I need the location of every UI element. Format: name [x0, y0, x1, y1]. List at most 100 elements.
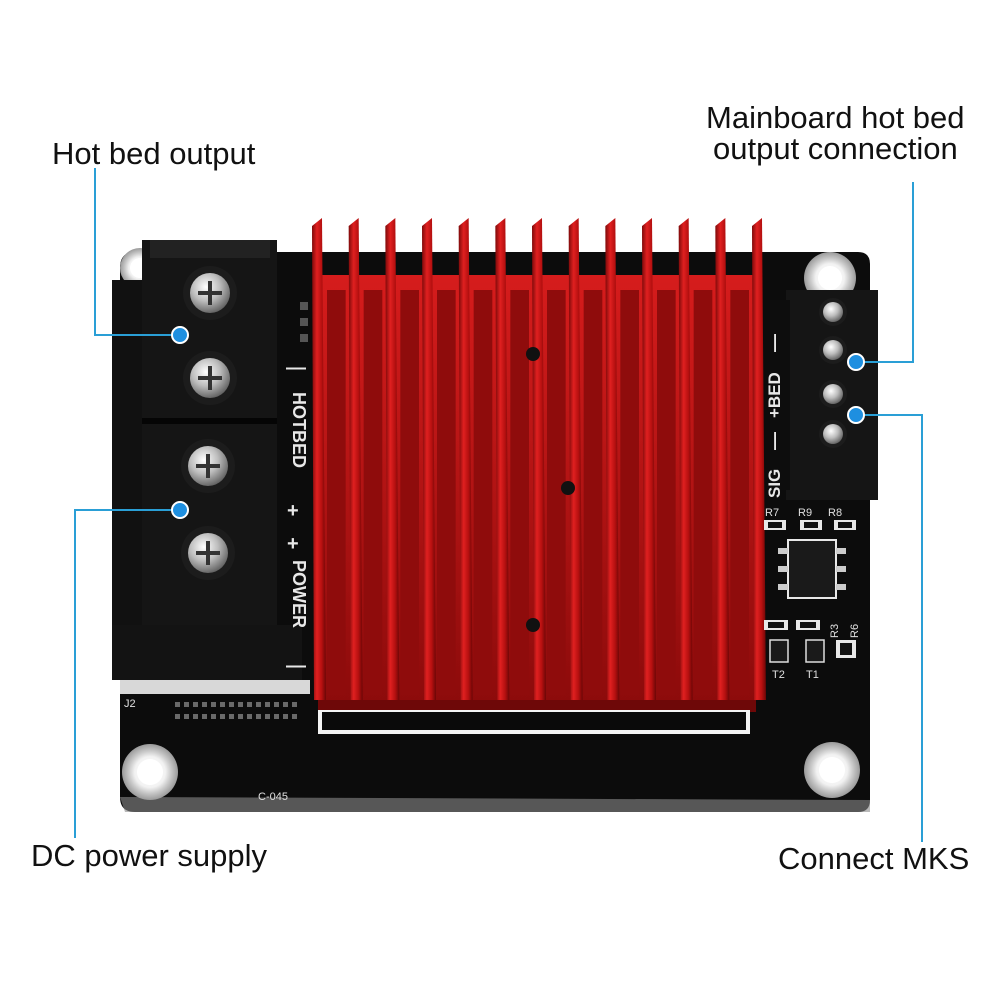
signal-screw-2 [819, 336, 847, 364]
header-pin [274, 702, 279, 707]
heatsink-fin [568, 218, 583, 700]
header-pin [283, 714, 288, 719]
header-pin [211, 702, 216, 707]
pin-dots [175, 702, 297, 719]
header-pin [229, 714, 234, 719]
sig-silkscreen-label: SIG [765, 469, 784, 498]
heatsink-fins [312, 218, 766, 700]
header-pin [292, 714, 297, 719]
heatsink-fin [605, 218, 620, 700]
heatsink-fin [642, 218, 656, 700]
heatsink-fin [495, 218, 510, 700]
leader-hot-bed-output [94, 168, 180, 336]
header-pin [184, 702, 189, 707]
svg-text:—: — [764, 432, 784, 450]
marker-hot-bed-output [171, 326, 189, 344]
header-pin [193, 714, 198, 719]
label-r6: R6 [849, 624, 861, 638]
header-pin [229, 702, 234, 707]
header-pin [211, 714, 216, 719]
callout-connect-mks: Connect MKS [778, 841, 970, 876]
terminal-screw-2 [183, 351, 237, 405]
svg-text:—: — [286, 357, 306, 379]
header-pin [247, 702, 252, 707]
signal-screw-3 [819, 380, 847, 408]
label-r7: R7 [765, 507, 779, 519]
heatsink-fin [385, 218, 400, 700]
leader-mainboard-connection [858, 182, 914, 363]
heatsink-fin [422, 218, 436, 700]
signal-screw-1 [819, 298, 847, 326]
heatsink-fin [678, 218, 693, 700]
heatsink-gap [730, 290, 749, 695]
svg-text:+: + [287, 533, 299, 555]
marker-dc-power-supply [171, 501, 189, 519]
heatsink-fin [532, 218, 546, 700]
header-pin [238, 714, 243, 719]
connector-label-j2: J2 [124, 698, 136, 710]
header-pin [193, 702, 198, 707]
mounting-hole-bottom-right [804, 742, 860, 798]
svg-text:—: — [764, 334, 784, 352]
heatsink-gap [693, 290, 713, 695]
heatsink-gap [363, 290, 383, 695]
ic-chip [787, 539, 837, 599]
header-pin [202, 714, 207, 719]
marker-mainboard-connection [847, 353, 865, 371]
smd-components [764, 520, 856, 663]
label-t2: T2 [772, 669, 785, 681]
power-silkscreen-label: POWER [289, 560, 309, 628]
label-r3: R3 [829, 624, 841, 638]
header-pin [220, 714, 225, 719]
mounting-hole-bottom-left [122, 744, 178, 800]
header-pin [238, 702, 243, 707]
header-pin [256, 714, 261, 719]
heatsink-gap [327, 290, 346, 695]
heatsink-gap [547, 290, 566, 695]
header-pin [274, 714, 279, 719]
header-pin [283, 702, 288, 707]
callout-mainboard-line2: output connection [713, 131, 958, 166]
hotbed-silkscreen-label: HOTBED [289, 392, 309, 468]
heatsink-fin [715, 218, 730, 700]
heatsink-gap [473, 290, 493, 695]
right-silkscreen: SIG +BED — — [764, 334, 784, 498]
heatsink-gap [620, 290, 639, 695]
callout-hot-bed-output: Hot bed output [52, 136, 256, 171]
callout-leaders [74, 168, 923, 842]
heatsink-gap [437, 290, 456, 695]
pcb-edge [120, 797, 870, 812]
header-pin [175, 714, 180, 719]
heatsink-gap [657, 290, 676, 695]
header-pin [202, 702, 207, 707]
leader-dc-power-supply [74, 509, 180, 838]
board-code: C-045 [258, 791, 288, 803]
callout-mainboard-line1: Mainboard hot bed [706, 100, 965, 135]
heatsink [312, 218, 766, 734]
label-r8: R8 [828, 507, 842, 519]
terminal-screw-3 [181, 439, 235, 493]
marker-connect-mks [847, 406, 865, 424]
pin-header [120, 680, 310, 719]
header-pin [184, 714, 189, 719]
label-t1: T1 [806, 669, 819, 681]
leader-connect-mks [858, 414, 923, 842]
header-pin [265, 714, 270, 719]
callout-markers [171, 326, 865, 519]
bed-silkscreen-label: +BED [765, 372, 784, 418]
heatsink-fin [348, 218, 363, 700]
terminal-screw-4 [181, 526, 235, 580]
header-pin [265, 702, 270, 707]
heatsink-gap [510, 290, 529, 695]
header-pin [220, 702, 225, 707]
header-pin [256, 702, 261, 707]
heatsink-fin [312, 218, 326, 700]
label-r9: R9 [798, 507, 812, 519]
svg-text:+: + [287, 500, 299, 522]
heatsink-gap [400, 290, 419, 695]
callout-dc-power-supply: DC power supply [31, 838, 268, 873]
header-pin [292, 702, 297, 707]
header-pin [247, 714, 252, 719]
